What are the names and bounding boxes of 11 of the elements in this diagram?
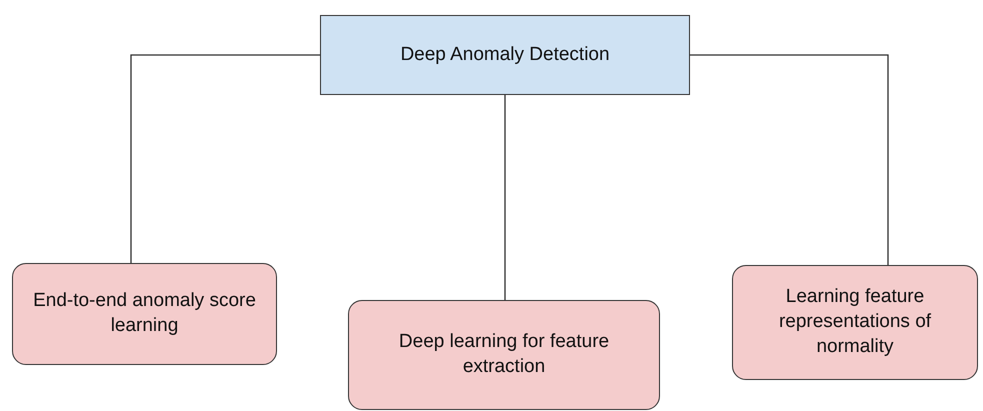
category-box [348, 300, 660, 410]
node-label: Deep Anomaly Detection [400, 42, 610, 67]
category-box [12, 263, 277, 365]
node-label: End-to-end anomaly score learning [32, 289, 257, 338]
node-label: Learning feature representations of normality [778, 285, 932, 359]
title-box [320, 15, 690, 95]
connector-line [504, 95, 506, 300]
node-label: Deep learning for feature extraction [398, 330, 610, 379]
category-box [732, 265, 978, 380]
connector-line [130, 54, 320, 263]
connector-line [690, 54, 889, 265]
